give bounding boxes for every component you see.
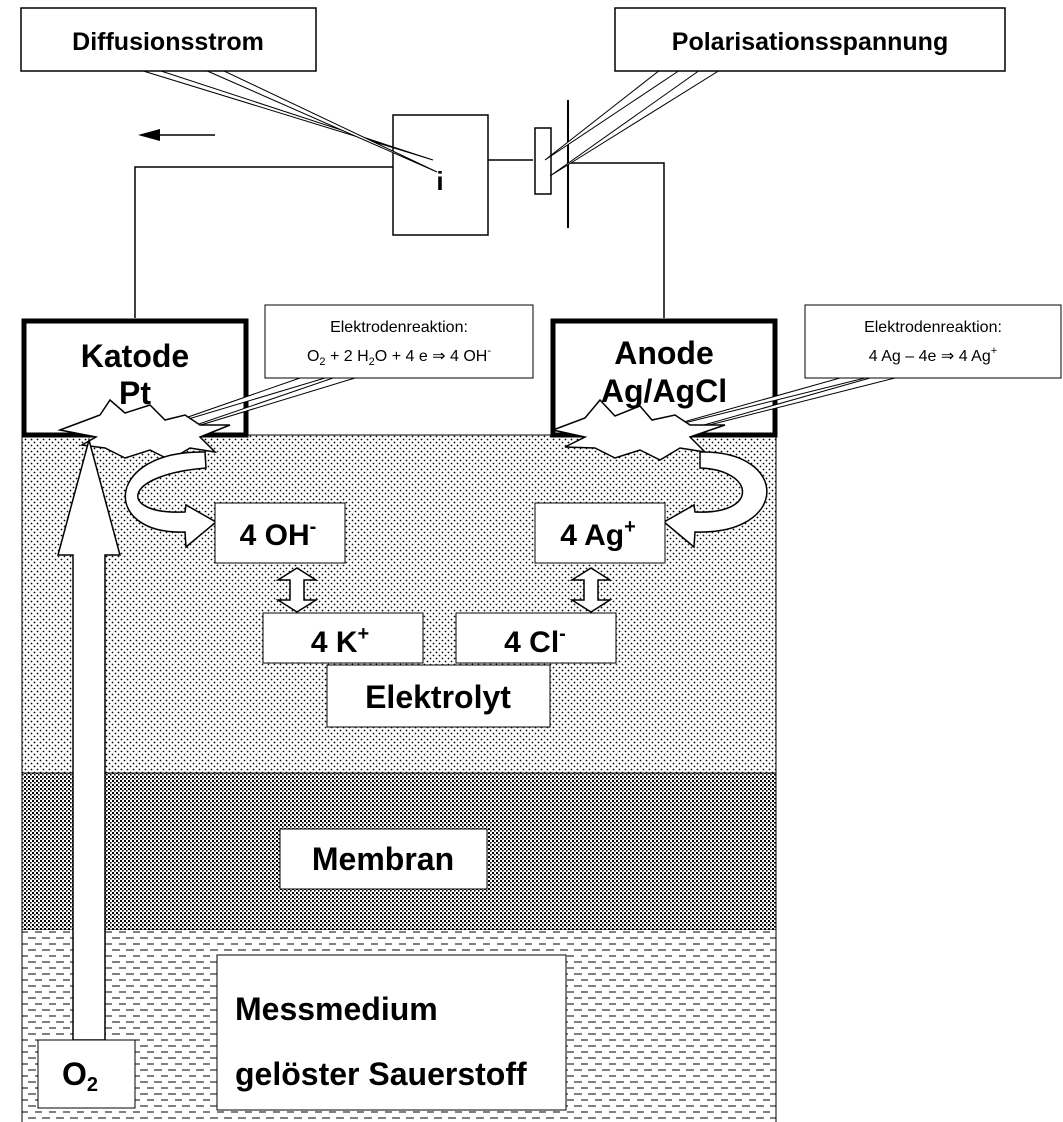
- hydroxide-ion-label: 4 OH-: [240, 516, 317, 552]
- membrane-label: Membran: [312, 841, 454, 877]
- oxygen-diffusion-arrow-icon: [57, 437, 121, 1041]
- anode-name: Anode: [614, 335, 714, 371]
- diffusion-callout: Diffusionsstrom: [20, 7, 438, 173]
- electrolyte-label-box: [326, 664, 551, 728]
- cathode-reaction-callout: Elektrodenreaktion: O2 + 2 H2O + 4 e ⇒ 4…: [144, 304, 534, 439]
- chloride-ion-label: 4 Cl-: [504, 623, 566, 659]
- battery-cell-short: [534, 127, 552, 195]
- electrolyte-label: Elektrolyt: [365, 679, 511, 715]
- polarisation-callout: Polarisationsspannung: [544, 7, 1006, 177]
- ammeter: [392, 114, 489, 236]
- cathode-material: Pt: [119, 375, 151, 411]
- medium-label-line2: gelöster Sauerstoff: [235, 1056, 527, 1092]
- anode-reaction-burst-icon: [550, 398, 726, 461]
- cathode-reaction-title: Elektrodenreaktion:: [330, 319, 468, 336]
- circuit-wires: [134, 159, 665, 318]
- anode-material: Ag/AgCl: [601, 373, 727, 409]
- potassium-ion-label: 4 K+: [311, 623, 369, 659]
- membrane-label-box: [279, 828, 488, 890]
- cathode-name: Katode: [81, 338, 189, 374]
- oxygen-label: O2: [62, 1056, 98, 1096]
- anode-reaction-equation: 4 Ag – 4e ⇒ 4 Ag+: [869, 345, 997, 365]
- anode-reaction-title: Elektrodenreaktion:: [864, 319, 1002, 336]
- silver-ion-box: [534, 502, 666, 564]
- anode-curved-arrow-icon: [662, 451, 768, 549]
- oxygen-box: [37, 1039, 136, 1109]
- medium-label-box: [216, 954, 567, 1111]
- polarisation-label: Polarisationsspannung: [672, 28, 948, 56]
- current-direction-arrow-icon: [138, 129, 215, 141]
- diffusion-label: Diffusionsstrom: [72, 28, 264, 56]
- anode-reaction-callout: Elektrodenreaktion: 4 Ag – 4e ⇒ 4 Ag+: [647, 304, 1062, 439]
- cathode-reaction-burst-icon: [57, 398, 231, 461]
- silver-exchange-arrow-icon: [569, 567, 613, 613]
- hydroxide-ion-box: [214, 502, 346, 564]
- silver-ion-label: 4 Ag+: [560, 516, 636, 552]
- ammeter-label: i: [436, 166, 443, 196]
- chloride-ion-box: [455, 612, 617, 664]
- cathode-reaction-equation: O2 + 2 H2O + 4 e ⇒ 4 OH-: [307, 345, 491, 368]
- potassium-ion-box: [262, 612, 424, 664]
- hydroxide-exchange-arrow-icon: [275, 567, 319, 613]
- cathode-curved-arrow-icon: [124, 451, 218, 549]
- medium-label-line1: Messmedium: [235, 991, 438, 1027]
